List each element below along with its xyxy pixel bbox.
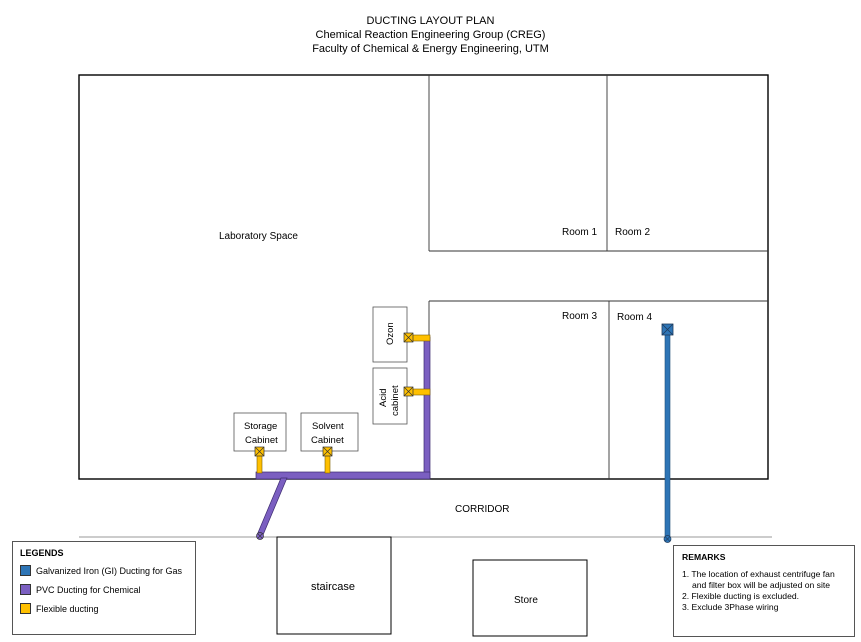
storage-label-line2: Cabinet [245, 435, 278, 446]
remark-line: 1. The location of exhaust centrifuge fa… [682, 569, 835, 579]
solvent-damper-icon [322, 446, 333, 457]
title-line-1: DUCTING LAYOUT PLAN [366, 15, 495, 27]
remarks-heading: REMARKS [682, 552, 726, 562]
remark-line: 3. Exclude 3Phase wiring [682, 602, 779, 612]
remarks-box: REMARKS 1. The location of exhaust centr… [673, 545, 855, 637]
legend-box: LEGENDS Galvanized Iron (GI) Ducting for… [12, 541, 196, 635]
staircase-box [276, 536, 392, 635]
damper-icons [254, 332, 414, 457]
legend-item-label: PVC Ducting for Chemical [36, 584, 141, 595]
legend-item: Galvanized Iron (GI) Ducting for Gas [20, 565, 188, 576]
legend-item-label: Flexible ducting [36, 603, 99, 614]
solvent-label-line1: Solvent [312, 421, 344, 432]
legend-item: Flexible ducting [20, 603, 188, 614]
pvc-exhaust-icon [256, 532, 264, 540]
acid-damper-icon [403, 386, 414, 397]
pvc-swatch-icon [20, 584, 31, 595]
gi-swatch-icon [20, 565, 31, 576]
room-walls [428, 75, 768, 479]
acid-label-line1: Acid [378, 389, 389, 407]
store-box [472, 559, 588, 637]
acid-label-line2: cabinet [390, 385, 401, 416]
ozon-damper-icon [403, 332, 414, 343]
flexible-swatch-icon [20, 603, 31, 614]
ozon-label: Ozon [385, 322, 396, 345]
remark-line: and filter box will be adjusted on site [692, 580, 831, 590]
plan-title: DUCTING LAYOUT PLAN Chemical Reaction En… [0, 14, 861, 56]
storage-label-line1: Storage [244, 421, 277, 432]
solvent-label-line2: Cabinet [311, 435, 344, 446]
staircase-label: staircase [311, 581, 355, 593]
gi-exhaust-icon [663, 535, 672, 543]
room-2-label: Room 2 [615, 227, 650, 238]
room-4-label: Room 4 [617, 312, 652, 323]
storage-damper-icon [254, 446, 265, 457]
gi-damper-icon [661, 323, 674, 336]
legend-item-label: Galvanized Iron (GI) Ducting for Gas [36, 565, 183, 576]
legend-heading: LEGENDS [20, 548, 64, 558]
room-1-label: Room 1 [562, 227, 597, 238]
lab-label: Laboratory Space [219, 231, 298, 242]
corridor-label: CORRIDOR [455, 504, 509, 515]
remark-line: 2. Flexible ducting is excluded. [682, 591, 800, 601]
title-line-2: Chemical Reaction Engineering Group (CRE… [315, 29, 546, 41]
storage-cabinet [233, 412, 287, 452]
building-outline [78, 74, 769, 480]
title-line-3: Faculty of Chemical & Energy Engineering… [312, 43, 549, 55]
solvent-cabinet [300, 412, 359, 452]
legend-item: PVC Ducting for Chemical [20, 584, 188, 595]
pvc-ducting [255, 336, 431, 536]
ozon-cabinet [372, 306, 408, 363]
gi-ducting [664, 331, 671, 539]
store-label: Store [514, 595, 538, 606]
room-3-label: Room 3 [562, 311, 597, 322]
acid-cabinet [372, 367, 408, 425]
